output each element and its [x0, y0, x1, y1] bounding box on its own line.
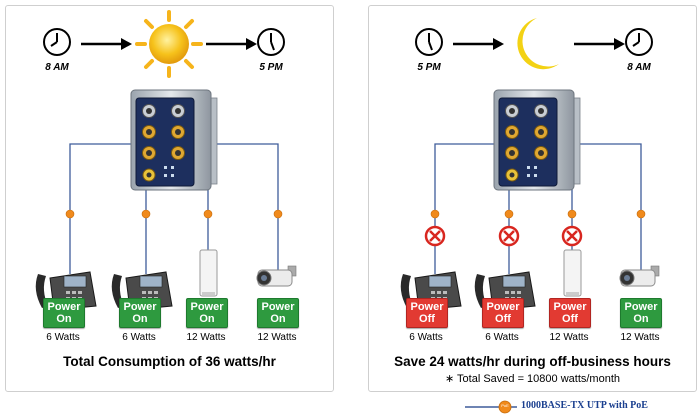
clock-icon	[43, 28, 71, 56]
poe-switch-icon	[130, 89, 218, 191]
power-cut-icon	[424, 225, 446, 247]
arrow-right-icon	[574, 38, 625, 50]
device-watts: 12 Watts	[186, 332, 226, 343]
utp-cable-icon	[465, 400, 517, 414]
device-watts: 12 Watts	[620, 332, 660, 343]
nighttime-panel: 5 PM 8 AM Power Off Power Off Power Off …	[368, 5, 697, 392]
arrow-right-icon	[206, 38, 257, 50]
power-status-badge: Power On	[119, 298, 161, 328]
power-status-badge: Power On	[186, 298, 228, 328]
poe-badge-icons	[65, 209, 283, 219]
daytime-panel: 8 AM 5 PM Power On Power On Power On Pow…	[5, 5, 334, 392]
device-watts: 12 Watts	[257, 332, 297, 343]
access-point-icon	[199, 249, 218, 297]
legend: PoE 1000BASE-TX UTP with PoE	[465, 398, 695, 416]
end-time-label: 5 PM	[259, 62, 283, 73]
device-watts: 6 Watts	[122, 332, 156, 343]
power-status-badge: Power On	[43, 298, 85, 328]
clock-icon	[625, 28, 653, 56]
device-watts: 6 Watts	[46, 332, 80, 343]
end-time-label: 8 AM	[627, 62, 651, 73]
device-watts: 12 Watts	[549, 332, 589, 343]
power-status-badge: Power Off	[406, 298, 448, 328]
power-status-badge: Power Off	[549, 298, 591, 328]
start-time-label: 5 PM	[417, 62, 441, 73]
moon-icon	[517, 18, 559, 70]
power-status-badge: Power Off	[482, 298, 524, 328]
start-time-label: 8 AM	[45, 62, 69, 73]
ip-camera-icon	[619, 265, 660, 287]
nighttime-diagram	[400, 18, 660, 311]
total-consumption-text: Total Consumption of 36 watts/hr	[63, 354, 276, 369]
poe-switch-icon	[493, 89, 581, 191]
total-saved-note: ∗ Total Saved = 10800 watts/month	[444, 373, 621, 385]
poe-badge-icons	[430, 209, 646, 219]
device-watts: 6 Watts	[409, 332, 443, 343]
clock-icon	[415, 28, 443, 56]
arrow-right-icon	[453, 38, 504, 50]
ip-camera-icon	[256, 265, 297, 287]
poe-badge-label: PoE	[501, 403, 509, 408]
legend-label: 1000BASE-TX UTP with PoE	[521, 400, 648, 411]
access-point-icon	[563, 249, 582, 297]
power-status-badge: Power On	[620, 298, 662, 328]
power-status-badge: Power On	[257, 298, 299, 328]
power-cut-icon	[561, 225, 583, 247]
arrow-right-icon	[81, 38, 132, 50]
savings-summary-text: Save 24 watts/hr during off-business hou…	[394, 354, 671, 369]
sun-icon	[135, 10, 203, 78]
device-watts: 6 Watts	[485, 332, 519, 343]
power-cut-icon	[498, 225, 520, 247]
clock-icon	[257, 28, 285, 56]
